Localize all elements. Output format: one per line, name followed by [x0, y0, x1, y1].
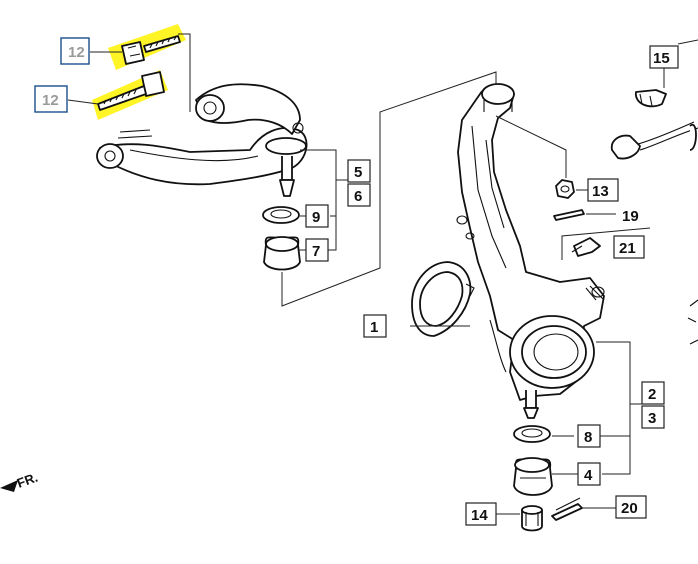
svg-text:13: 13: [592, 183, 609, 200]
svg-text:6: 6: [354, 188, 362, 205]
callout-12b: 12: [34, 85, 68, 113]
callout-6: 6: [347, 183, 371, 207]
knuckle-leader: [281, 71, 497, 307]
ball-joint-lower: [513, 425, 553, 496]
callout-13: 13: [587, 178, 619, 202]
svg-text:12: 12: [68, 44, 85, 61]
nut-13: [555, 179, 575, 199]
bolt-leader: [178, 33, 191, 112]
callout-21: 21: [613, 235, 645, 259]
nut-13-leader: [495, 115, 567, 178]
upper-flange-bolt: [121, 35, 181, 65]
svg-text:2: 2: [648, 386, 656, 403]
front-direction-arrow: FR.: [0, 470, 40, 492]
callout-5: 5: [347, 159, 371, 183]
callout-1: 1: [363, 314, 387, 338]
svg-text:14: 14: [471, 507, 488, 524]
callout-20: 20: [615, 495, 647, 519]
clip-21-leader: [561, 227, 651, 260]
svg-text:1: 1: [370, 319, 378, 336]
svg-text:15: 15: [653, 50, 670, 67]
callout-9: 9: [305, 204, 329, 228]
svg-text:3: 3: [648, 410, 656, 427]
offpage-edge-marks: [687, 299, 698, 345]
front-label: FR.: [15, 470, 40, 491]
abs-sensor-wire-15: [610, 89, 698, 160]
callout-14: 14: [465, 502, 497, 526]
svg-text:5: 5: [354, 164, 362, 181]
ball-joint-boot-upper: [262, 206, 301, 271]
callout-4: 4: [577, 462, 601, 486]
callout-19: 19: [616, 204, 646, 226]
svg-text:19: 19: [622, 208, 639, 225]
lower-flange-bolt: [97, 71, 165, 111]
dust-shield-1: [411, 261, 475, 337]
svg-text:20: 20: [621, 500, 638, 517]
callout-2: 2: [641, 381, 665, 405]
svg-text:4: 4: [584, 467, 593, 484]
svg-text:9: 9: [312, 209, 320, 226]
callout-12a: 12: [60, 37, 90, 65]
cotter-pin-19: [553, 209, 585, 221]
bracket-2-3: [596, 341, 631, 475]
cotter-pin-20: [551, 497, 583, 521]
bracket-5-6: [300, 149, 337, 251]
upper-control-arm: [96, 83, 308, 197]
steering-knuckle: [456, 83, 605, 419]
castle-nut-14: [521, 505, 543, 532]
callout-8: 8: [577, 424, 601, 448]
svg-text:21: 21: [619, 240, 636, 257]
clip-21: [571, 237, 601, 257]
svg-text:7: 7: [312, 243, 320, 260]
callout-3: 3: [641, 405, 665, 429]
svg-text:12: 12: [42, 92, 59, 109]
callout-15: 15: [649, 45, 679, 69]
svg-text:8: 8: [584, 429, 592, 446]
callout-7: 7: [305, 238, 329, 262]
